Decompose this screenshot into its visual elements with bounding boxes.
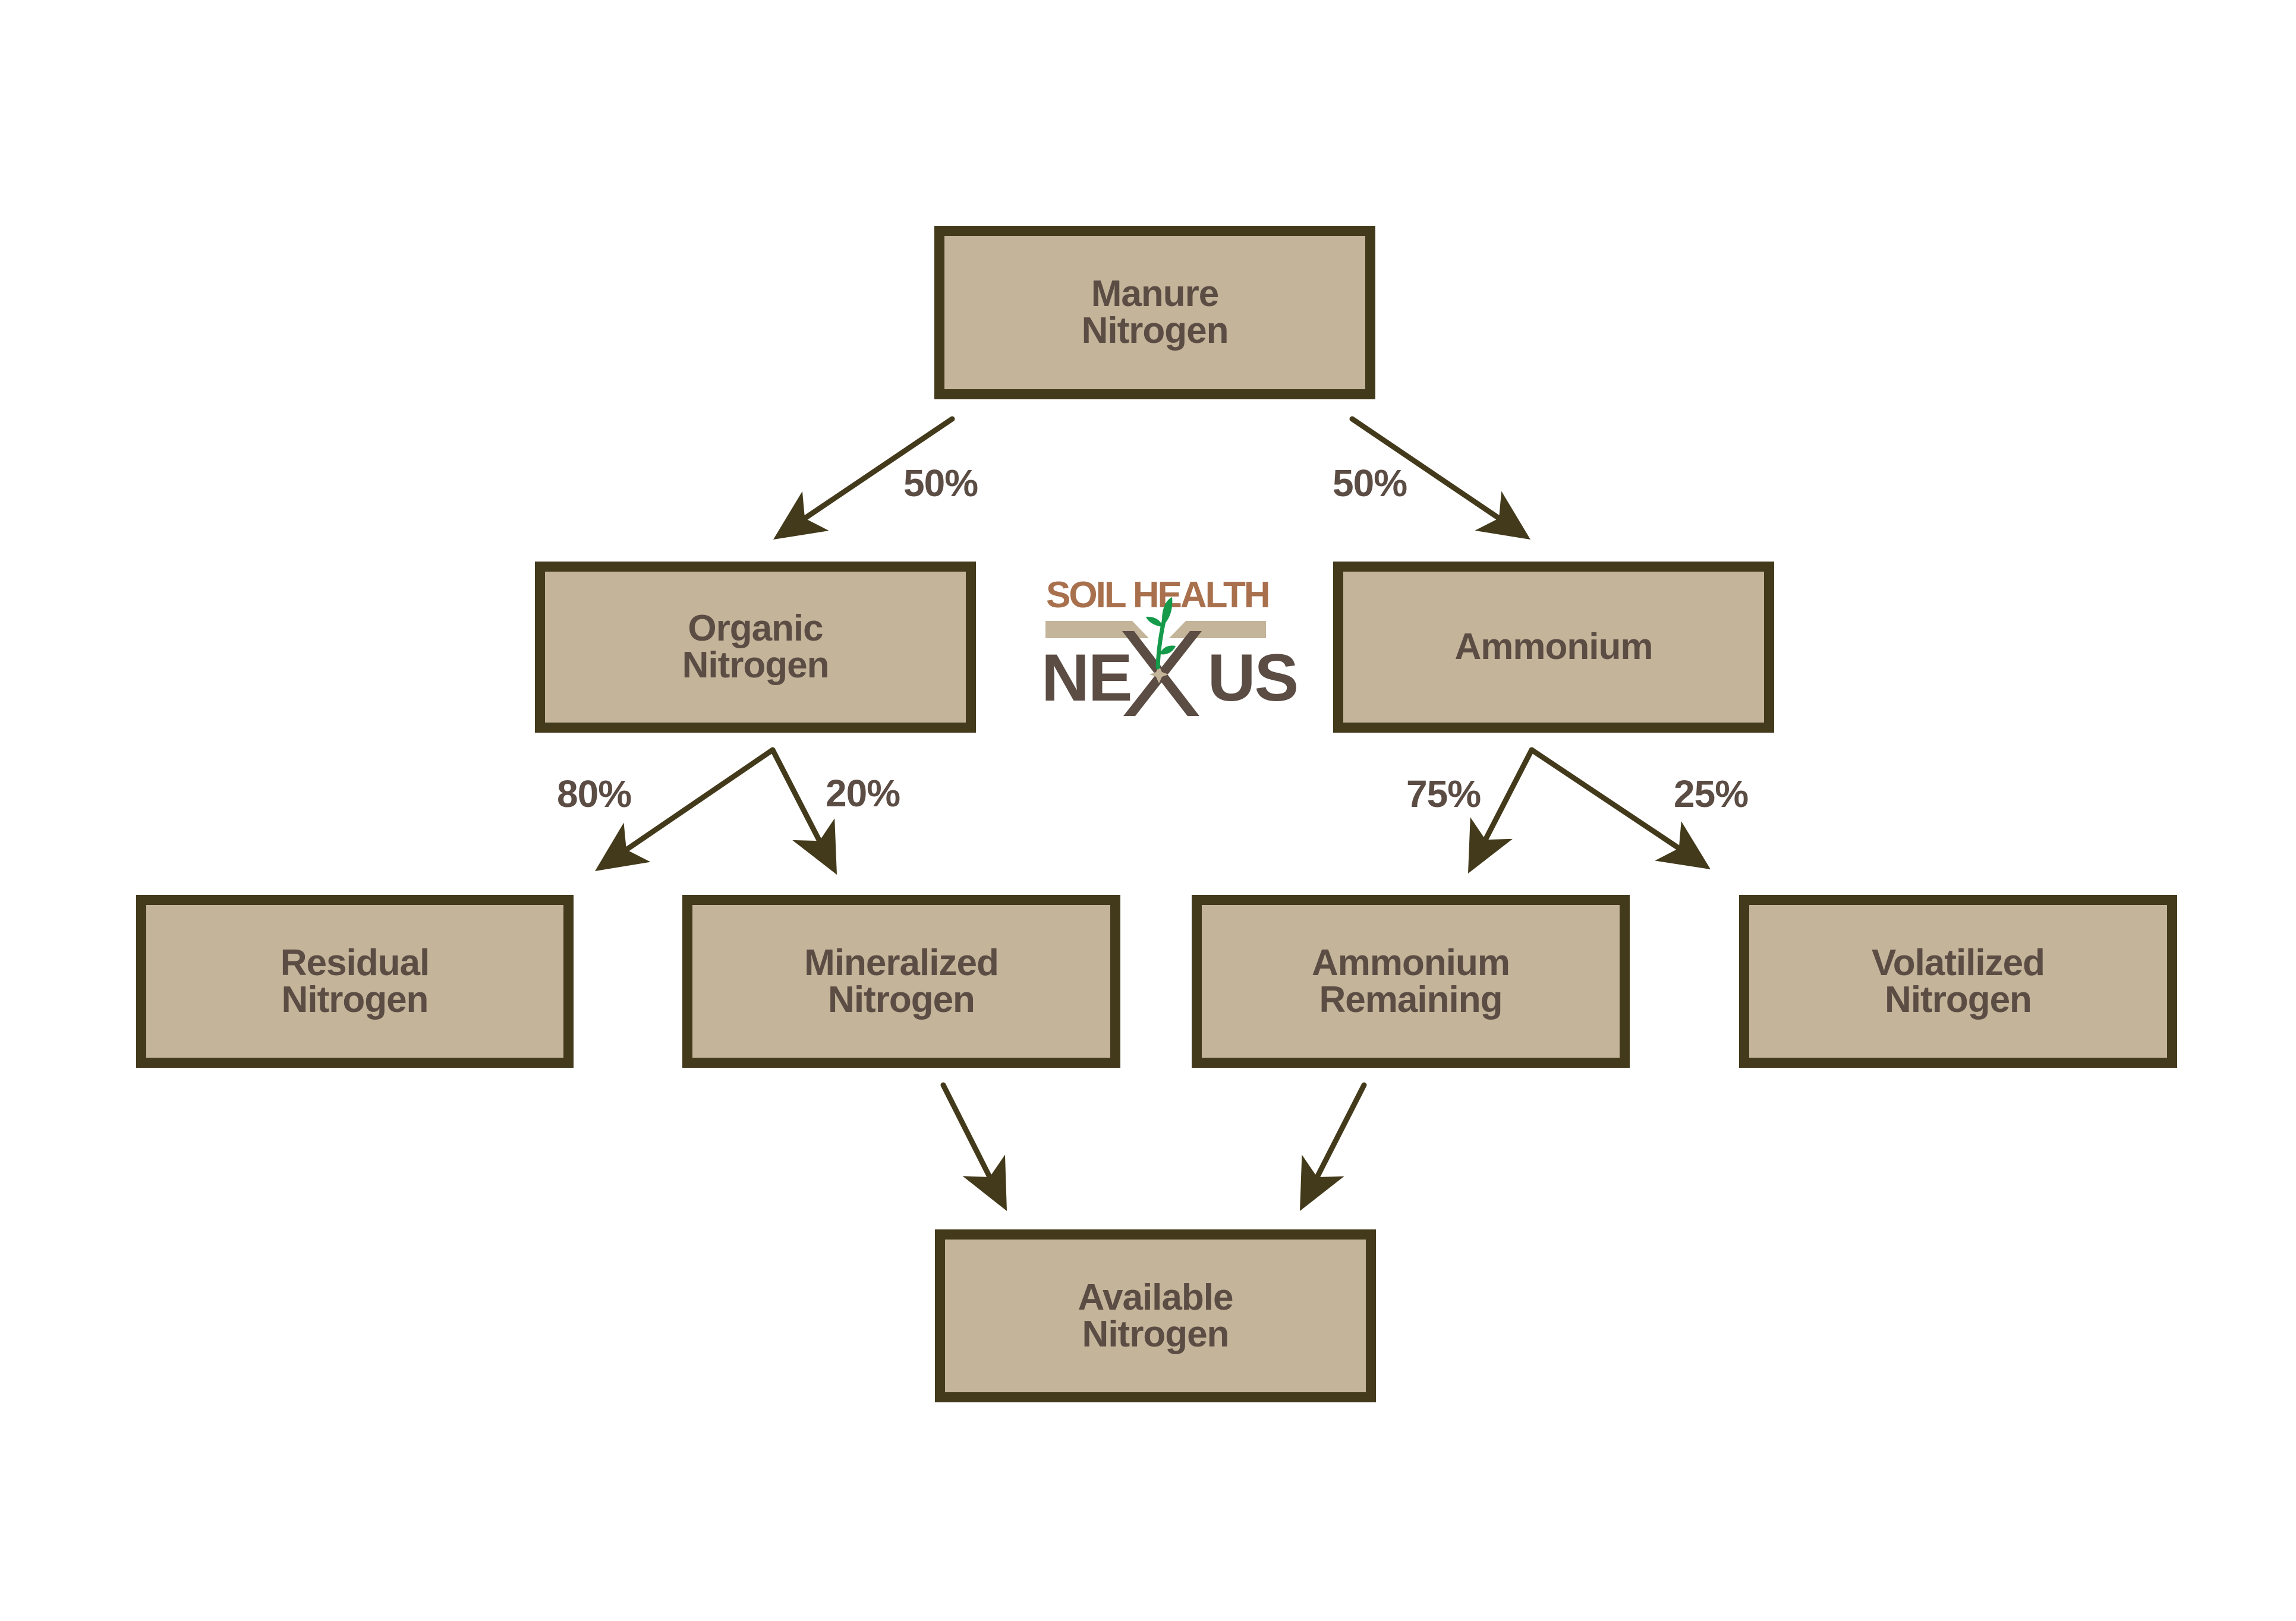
- node-label: Volatilized Nitrogen: [1871, 942, 2045, 1020]
- arrowhead-icon: [1655, 821, 1711, 869]
- label-line: Manure: [1091, 273, 1219, 314]
- arrow-ammonium-to-volatilized: [1529, 747, 1711, 869]
- label-line: Nitrogen: [1081, 310, 1229, 351]
- arrow-shaft: [802, 416, 955, 521]
- node-ammonium-remaining: Ammonium Remaining: [1192, 895, 1630, 1068]
- label-line: Nitrogen: [281, 979, 429, 1020]
- label-line: Remaining: [1319, 979, 1503, 1020]
- label-line: Nitrogen: [1082, 1313, 1230, 1355]
- node-manure-nitrogen: Manure Nitrogen: [934, 226, 1375, 399]
- label-line: Mineralized: [804, 942, 999, 983]
- arrow-shaft: [940, 1082, 993, 1180]
- edge-label-ammonium-to-volatilized: 25%: [1674, 772, 1749, 815]
- node-residual-nitrogen: Residual Nitrogen: [136, 895, 574, 1068]
- arrow-shaft: [1529, 747, 1682, 851]
- edge-label-ammonium-to-remaining: 75%: [1406, 772, 1481, 815]
- logo-text-ne: NE: [1041, 641, 1133, 715]
- logo-sprout-leaf-left: [1146, 616, 1163, 627]
- arrowhead-icon: [792, 818, 837, 875]
- label-line: Available: [1078, 1276, 1234, 1318]
- label-line: Ammonium: [1312, 942, 1510, 983]
- label-line: Organic: [688, 608, 823, 649]
- logo-text-soil-health: SOIL HEALTH: [1046, 575, 1271, 616]
- arrow-manure-to-ammonium: [1349, 416, 1530, 540]
- node-organic-nitrogen: Organic Nitrogen: [535, 562, 976, 733]
- arrowhead-icon: [962, 1155, 1007, 1211]
- node-label: Available Nitrogen: [1078, 1276, 1234, 1355]
- edge-label-manure-to-ammonium: 50%: [1333, 462, 1407, 504]
- arrow-ammonium-to-remaining: [1468, 747, 1535, 873]
- node-label: Manure Nitrogen: [1082, 276, 1229, 349]
- arrowhead-icon: [1468, 817, 1513, 873]
- node-mineralized-nitrogen: Mineralized Nitrogen: [682, 895, 1120, 1068]
- node-available-nitrogen: Available Nitrogen: [935, 1229, 1376, 1402]
- arrow-shaft: [770, 747, 823, 844]
- node-label: Organic Nitrogen: [682, 608, 830, 686]
- label-line: Ammonium: [1454, 626, 1654, 667]
- label-line: Volatilized: [1871, 942, 2045, 983]
- arrowhead-icon: [1300, 1155, 1344, 1211]
- edge-label-organic-to-residual: 80%: [557, 772, 632, 815]
- logo-soil-bar-left: [1045, 621, 1149, 638]
- arrow-shaft: [1482, 747, 1535, 843]
- node-label: Ammonium Remaining: [1312, 942, 1510, 1020]
- arrowhead-icon: [1475, 491, 1530, 540]
- arrow-mineralized-to-available: [940, 1082, 1007, 1211]
- node-label: Ammonium: [1454, 626, 1654, 667]
- arrow-remaining-to-available: [1300, 1082, 1367, 1211]
- node-label: Residual Nitrogen: [280, 942, 430, 1020]
- arrow-shaft: [1349, 416, 1502, 521]
- arrow-organic-to-residual: [595, 747, 776, 871]
- node-volatilized-nitrogen: Volatilized Nitrogen: [1739, 895, 2177, 1068]
- label-line: Nitrogen: [828, 979, 975, 1020]
- logo-text-us: US: [1207, 641, 1299, 715]
- logo-sprout-leaf-top: [1162, 597, 1173, 626]
- label-line: Residual: [280, 942, 430, 983]
- logo-sprout-leaf-right: [1160, 645, 1176, 655]
- arrow-shaft: [623, 747, 776, 853]
- arrow-shaft: [1314, 1082, 1367, 1180]
- label-line: Nitrogen: [1885, 979, 2032, 1020]
- label-line: Nitrogen: [682, 645, 830, 686]
- arrowhead-icon: [773, 491, 829, 540]
- node-label: Mineralized Nitrogen: [804, 942, 999, 1020]
- arrow-organic-to-mineralized: [770, 747, 837, 875]
- sprouting-x-icon: [1122, 597, 1202, 716]
- edge-label-manure-to-organic: 50%: [903, 462, 978, 504]
- arrow-manure-to-organic: [773, 416, 955, 540]
- edge-label-organic-to-mineralized: 20%: [826, 772, 900, 815]
- logo-x-star: [1149, 666, 1169, 683]
- node-ammonium: Ammonium: [1333, 562, 1774, 733]
- arrowhead-icon: [595, 822, 651, 871]
